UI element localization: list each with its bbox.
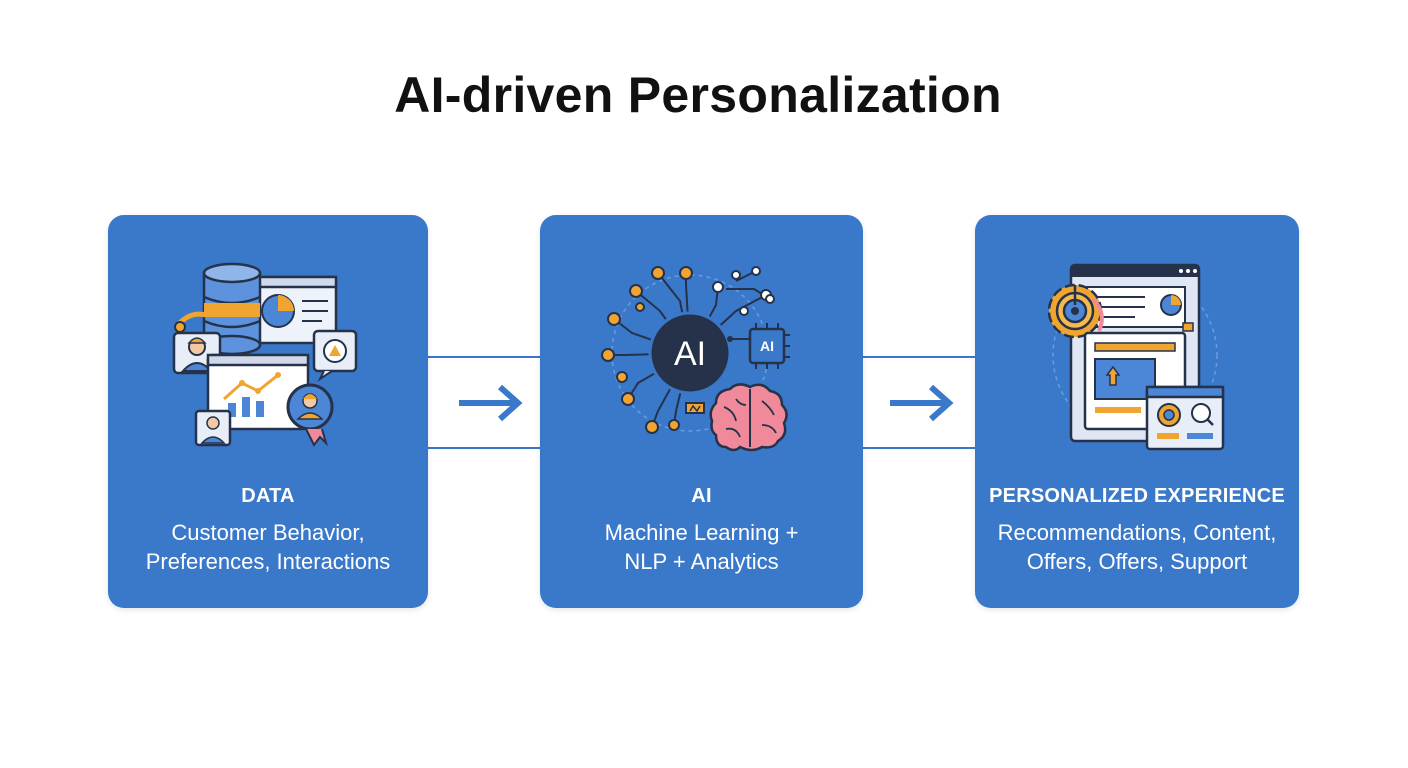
stage-description: Machine Learning + NLP + Analytics: [540, 518, 863, 576]
gear-icon: [1047, 283, 1104, 339]
page-title: AI-driven Personalization: [394, 67, 1002, 123]
ai-chip-icon: AI: [748, 323, 790, 369]
brain-icon: [709, 383, 788, 452]
stage-description: Recommendations, Content, Offers, Offers…: [975, 518, 1299, 576]
stage-heading: AI: [691, 485, 712, 507]
stage-text: AI Machine Learning + NLP + Analytics: [540, 485, 863, 576]
personalized-dashboard-icon: [1047, 263, 1225, 451]
chip-icon: [685, 402, 705, 414]
stage-description-line: NLP + Analytics: [624, 549, 779, 574]
stage-description-line: Preferences, Interactions: [145, 549, 391, 574]
database-icon: [202, 262, 262, 356]
circuit-nodes: [601, 266, 693, 434]
arrow-right-icon: [890, 384, 954, 422]
chat-bubble-icon: [312, 329, 358, 382]
stage-card-personalized-experience: PERSONALIZED EXPERIENCE Recommendations,…: [975, 215, 1299, 608]
stage-card-ai: AI AI AI Machine Learning + N: [540, 215, 863, 608]
stage-description-line: Machine Learning +: [604, 520, 799, 545]
stage-description-line: Recommendations, Content,: [997, 520, 1277, 545]
stage-heading: DATA: [241, 485, 295, 507]
connector-data-to-ai: [428, 356, 540, 449]
user-profile-icon: [194, 409, 232, 447]
widget-panel-icon: [1145, 385, 1225, 451]
stage-text: DATA Customer Behavior, Preferences, Int…: [108, 485, 428, 576]
connector-ai-to-experience: [863, 356, 975, 449]
ai-brain-icon: AI AI: [601, 266, 790, 452]
stage-description: Customer Behavior, Preferences, Interact…: [108, 518, 428, 576]
ai-badge-label: AI: [674, 335, 706, 373]
stage-text: PERSONALIZED EXPERIENCE Recommendations,…: [975, 485, 1299, 576]
arrow-right-icon: [459, 384, 523, 422]
ai-chip-label: AI: [760, 338, 774, 354]
stage-description-line: Customer Behavior,: [171, 520, 365, 545]
stage-heading: PERSONALIZED EXPERIENCE: [989, 485, 1285, 507]
stage-description-line: Offers, Offers, Support: [1026, 549, 1248, 574]
user-search-icon: [286, 383, 334, 447]
stage-card-data: DATA Customer Behavior, Preferences, Int…: [108, 215, 428, 608]
data-collection-icon: [172, 262, 358, 447]
ai-badge: [648, 311, 732, 395]
